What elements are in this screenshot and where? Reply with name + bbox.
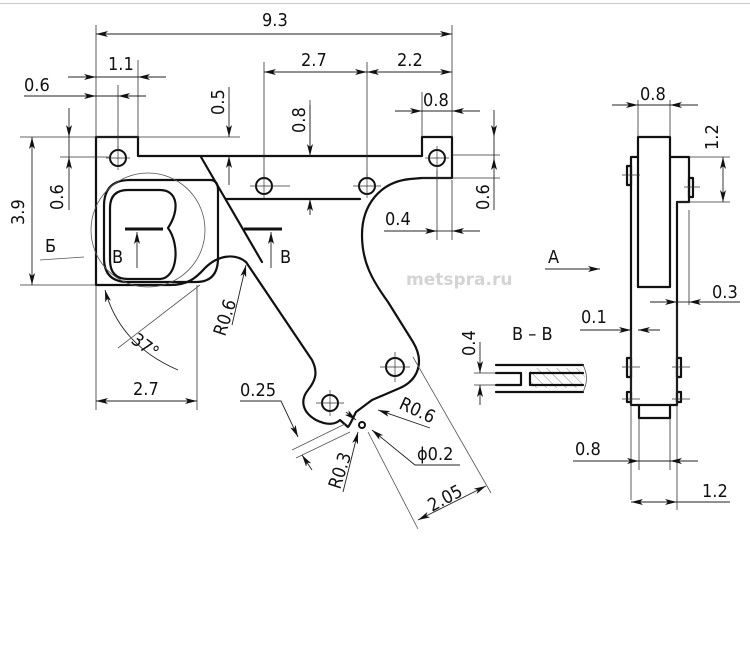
left-window bbox=[102, 178, 220, 284]
dim-left-hole-offset-v: 0.6 bbox=[47, 184, 68, 210]
dim-groove-width: 0.25 bbox=[240, 380, 276, 401]
dim-overall-width: 9.3 bbox=[262, 10, 288, 31]
detail-circle bbox=[90, 172, 206, 288]
dim-rail-height: 0.8 bbox=[289, 107, 310, 133]
dim-hole-spacing-right: 2.2 bbox=[397, 50, 423, 71]
view-label: А bbox=[548, 247, 559, 268]
center-marks bbox=[106, 146, 449, 416]
dim-line-tip-length bbox=[417, 485, 487, 521]
dim-fillet-radius-2: R0.6 bbox=[396, 393, 438, 428]
section-marks bbox=[125, 227, 282, 268]
section-title: В – В bbox=[512, 324, 553, 345]
dim-tip-length: 2.05 bbox=[424, 481, 466, 516]
top-border-line bbox=[0, 3, 750, 4]
dim-bottom-width: 2.7 bbox=[133, 379, 159, 400]
dim-hole-spacing-mid: 2.7 bbox=[301, 50, 327, 71]
dim-section-thickness: 0.4 bbox=[459, 330, 480, 356]
section-mark-right: В bbox=[280, 247, 291, 268]
dim-left-tab-width: 1.1 bbox=[108, 54, 134, 75]
dim-left-hole-offset: 0.6 bbox=[24, 75, 50, 96]
dim-overall-height: 3.9 bbox=[8, 199, 29, 225]
detail-label: Б bbox=[45, 236, 56, 257]
dim-side-bottom-width: 0.8 bbox=[575, 439, 601, 460]
dim-right-hole-offset-v: 0.6 bbox=[473, 184, 494, 210]
dimension-lines bbox=[20, 25, 500, 530]
labels: 9.3 2.7 2.2 1.1 0.6 0.5 0.8 0.8 0.6 0.4 … bbox=[8, 10, 738, 516]
dim-top-step: 0.5 bbox=[208, 89, 229, 115]
dim-right-tab-width: 0.8 bbox=[423, 90, 449, 111]
dim-hole-diameter: ϕ0.2 bbox=[417, 444, 453, 465]
dim-angle: 37° bbox=[127, 329, 163, 363]
dim-fillet-radius-3: R0.3 bbox=[325, 450, 356, 492]
dim-side-step: 0.3 bbox=[712, 282, 738, 303]
main-part bbox=[90, 135, 454, 429]
side-view bbox=[573, 100, 740, 510]
inner-cutout bbox=[108, 188, 177, 281]
hole-small-tip bbox=[358, 421, 366, 429]
section-view bbox=[474, 342, 587, 405]
dim-side-top-height: 1.2 bbox=[702, 124, 723, 150]
dim-side-total-width: 1.2 bbox=[702, 481, 728, 502]
section-mark-left: В bbox=[112, 247, 123, 268]
dim-side-top-width: 0.8 bbox=[640, 84, 666, 105]
watermark: metspra.ru bbox=[406, 270, 512, 290]
part-outline bbox=[94, 135, 454, 429]
diagonal-edge bbox=[199, 155, 264, 264]
dim-right-hole-offset-h: 0.4 bbox=[385, 209, 411, 230]
dim-fillet-radius-1: R0.6 bbox=[210, 297, 241, 339]
dim-side-offset: 0.1 bbox=[581, 307, 607, 328]
